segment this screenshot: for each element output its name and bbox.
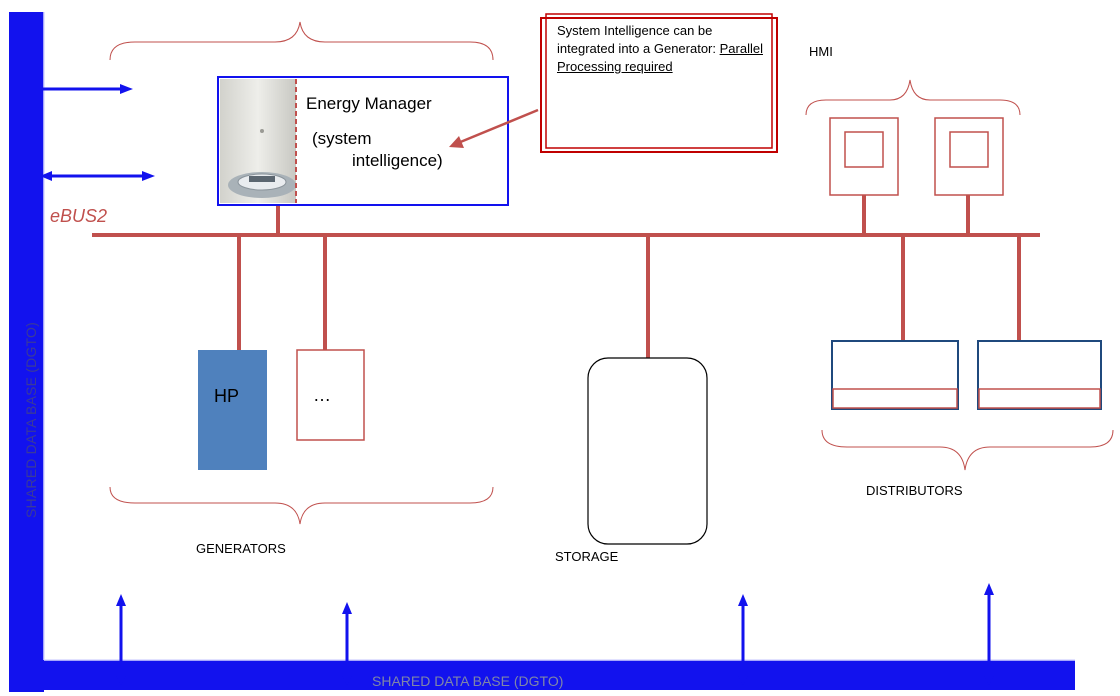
hmi-device-2 [934,117,1004,196]
callout-box-inner [545,13,773,149]
hmi-brace [805,79,1021,116]
energy-manager-title: Energy Manager [306,94,432,113]
distributor-1 [831,340,959,410]
hp-label: HP [214,386,240,406]
left-arrow-1 [32,84,133,94]
generators-brace [109,486,494,525]
boiler-image [220,79,296,203]
ebus-line [92,233,1040,237]
bottom-arrow-2 [342,602,352,686]
callout-underlined-text: Parallel Processing required [557,41,763,74]
energy-manager-subtitle-line1: (system [312,129,372,148]
shared-database-left-bar [9,12,44,692]
bus-connections [237,195,1021,358]
distributor-2 [977,340,1102,410]
storage-label: STORAGE [555,549,619,564]
distributors-label: DISTRIBUTORS [866,483,963,498]
callout-text: System Intelligence can be integrated in… [557,22,767,76]
callout-box [540,17,778,153]
generators-label: GENERATORS [196,541,286,556]
generator-placeholder-box [296,349,365,441]
shared-database-bottom-label: SHARED DATA BASE (DGTO) [372,673,564,689]
energy-manager-subtitle-line2: intelligence) [352,151,443,170]
ebus-label: eBUS2 [50,206,108,226]
bottom-arrow-3 [738,594,748,686]
bottom-arrow-1 [116,594,126,686]
hmi-device-1 [829,117,899,196]
hmi-label: HMI [809,44,833,59]
shared-database-left-label: SHARED DATA BASE (DGTO) [23,322,39,518]
generator-placeholder-label: … [313,385,333,405]
callout-body: System Intelligence can be integrated in… [557,23,720,56]
distributors-brace [821,429,1114,471]
bottom-arrow-4 [984,583,994,686]
shared-database-bottom-bar [9,660,1075,690]
hp-generator [198,350,267,470]
left-arrow-2 [40,171,155,181]
energy-manager-brace [109,21,494,61]
callout-arrow [449,108,539,148]
storage-tank [587,357,708,545]
